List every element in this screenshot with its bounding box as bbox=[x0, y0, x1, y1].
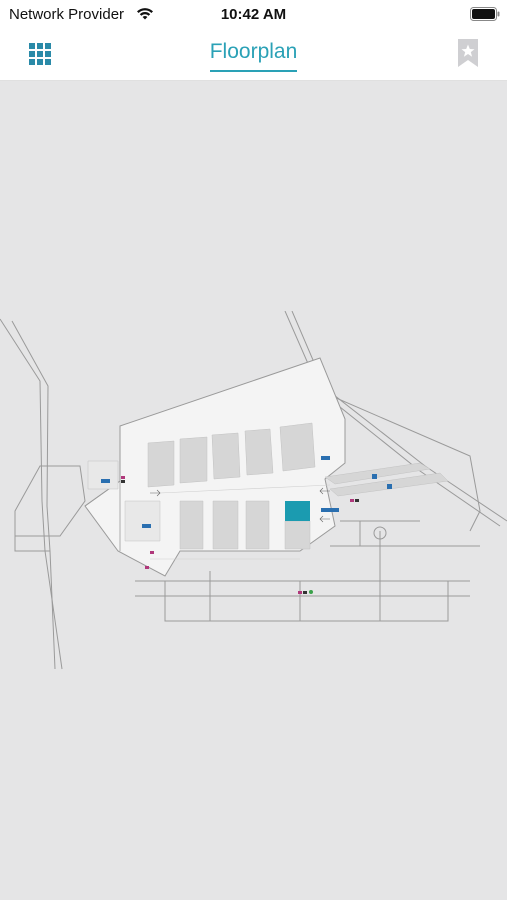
bookmark-star-icon[interactable] bbox=[456, 38, 480, 68]
hall-9 bbox=[284, 520, 311, 550]
navigation-bar: Floorplan bbox=[0, 28, 507, 81]
clock-time: 10:42 AM bbox=[220, 6, 287, 23]
road-south bbox=[164, 581, 449, 622]
hall-1 bbox=[147, 440, 175, 488]
hall-east-1 bbox=[324, 462, 431, 485]
hall-2 bbox=[179, 436, 208, 484]
grid-icon[interactable] bbox=[28, 42, 52, 66]
fairground-floorplan[interactable] bbox=[0, 311, 507, 671]
road-east-highway bbox=[284, 311, 501, 527]
hall-5 bbox=[279, 422, 316, 472]
road-west-secondary bbox=[11, 320, 56, 670]
hall-8 bbox=[245, 500, 270, 550]
hall-6 bbox=[179, 500, 204, 550]
road-west-highway bbox=[0, 318, 63, 670]
hall-7 bbox=[212, 500, 239, 550]
road-loop-west bbox=[14, 465, 86, 537]
title-container: Floorplan bbox=[0, 40, 507, 72]
status-bar: Network Provider 10:42 AM bbox=[0, 0, 507, 28]
battery-icon bbox=[470, 7, 500, 21]
hall-4 bbox=[244, 428, 274, 476]
carrier-label: Network Provider bbox=[9, 6, 125, 23]
hall-3 bbox=[211, 432, 241, 480]
page-title: Floorplan bbox=[209, 40, 298, 72]
highlighted-hall bbox=[285, 501, 310, 521]
floorplan-map[interactable] bbox=[0, 81, 507, 900]
wifi-icon bbox=[137, 8, 153, 20]
road-east-secondary bbox=[291, 311, 507, 522]
